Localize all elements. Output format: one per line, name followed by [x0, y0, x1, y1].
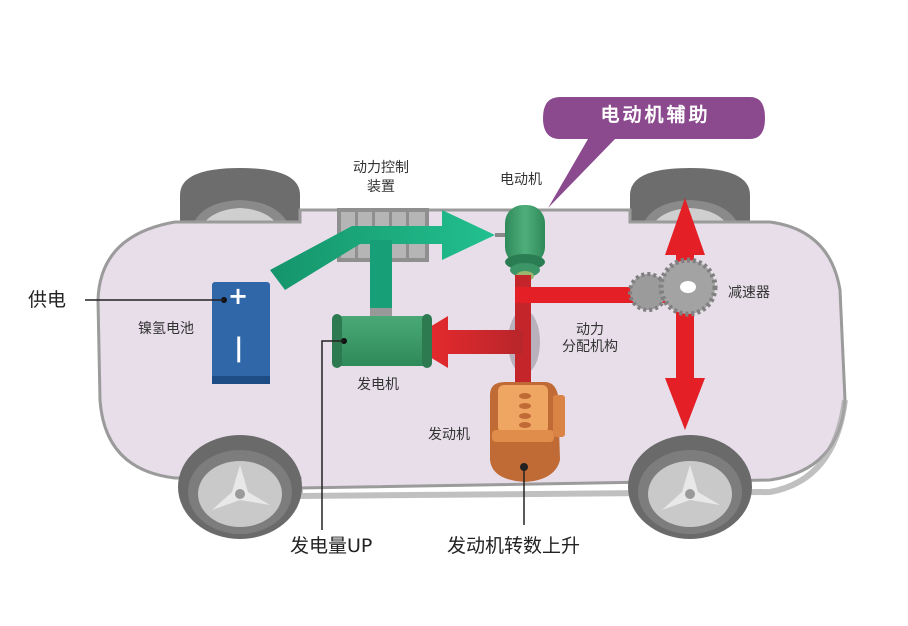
supply-power-label: 供电: [28, 289, 67, 311]
power-split-label-1: 动力: [576, 322, 604, 338]
reducer-gears: [628, 257, 718, 317]
generation-up-leader-line: [321, 340, 344, 530]
generator-label: 发电机: [357, 377, 399, 393]
electric-flow-arrows: [270, 210, 505, 312]
generation-up-label: 发电量UP: [290, 535, 373, 557]
battery-plus-icon: +: [228, 282, 249, 310]
battery-label: 镍氢电池: [138, 321, 194, 337]
power-split-label-2: 分配机构: [562, 339, 618, 355]
reducer-label: 减速器: [728, 285, 770, 301]
generator: [332, 308, 432, 368]
engine-label: 发动机: [428, 427, 470, 443]
wheel-rear-bottom: [178, 435, 302, 539]
battery-minus-icon: |: [234, 333, 244, 363]
power-control-label-2: 装置: [367, 179, 395, 195]
wheel-front-bottom: [628, 435, 752, 539]
motor-assist-callout: [543, 97, 765, 208]
engine: [490, 382, 565, 482]
engine-rpm-up-label: 发动机转数上升: [447, 535, 581, 557]
motor: [505, 205, 545, 281]
power-control-label-1: 动力控制: [353, 160, 409, 176]
motor-label: 电动机: [500, 172, 542, 188]
callout-title: 电动机辅助: [600, 104, 711, 126]
